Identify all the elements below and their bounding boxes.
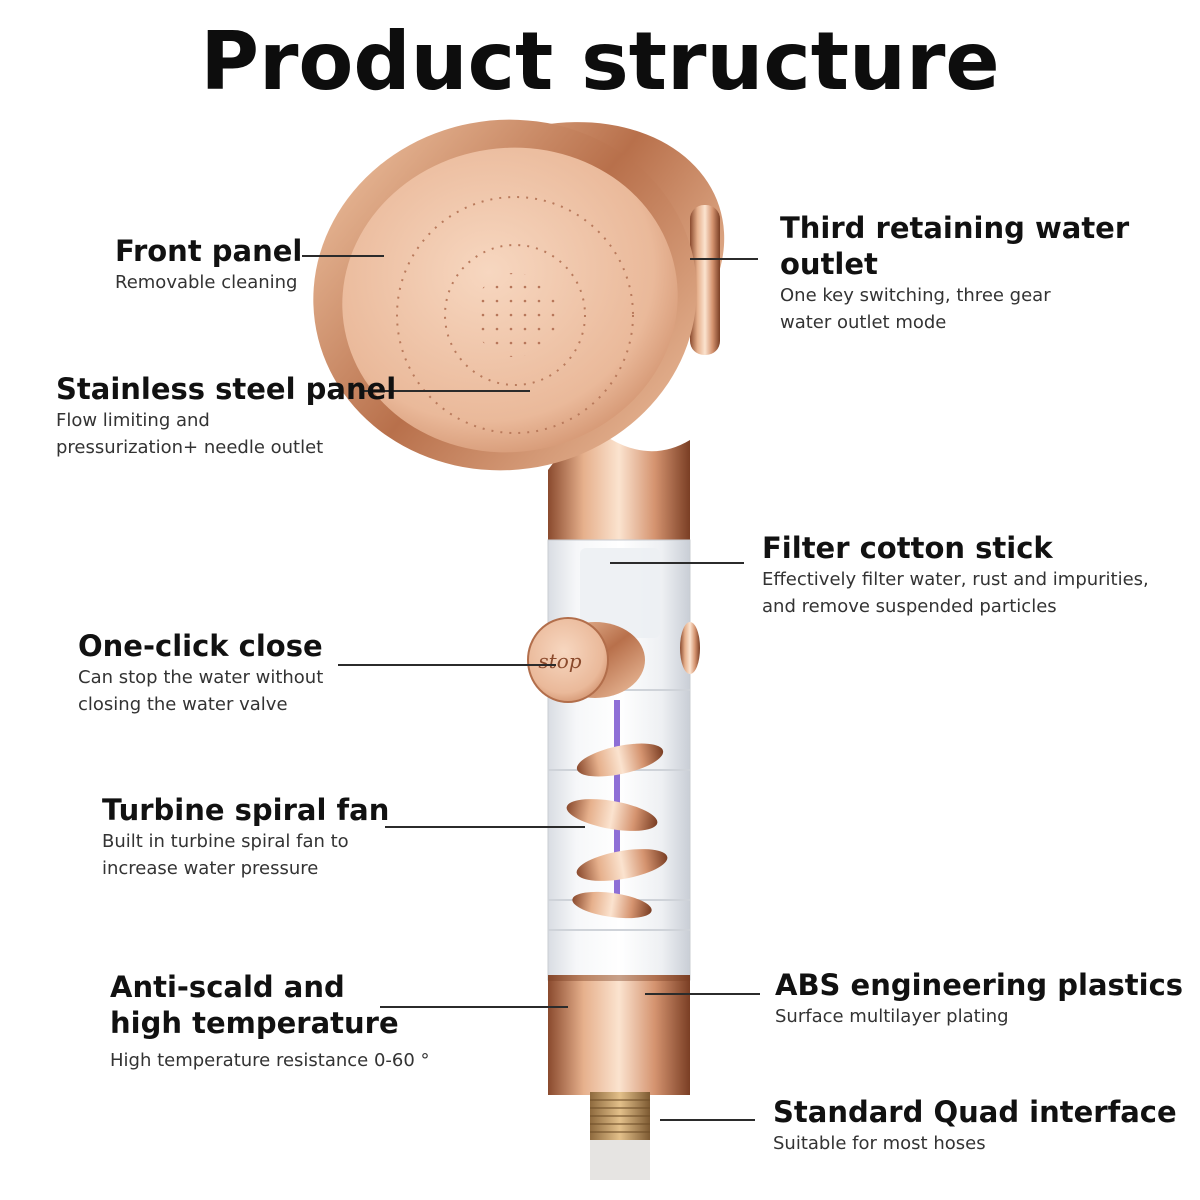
turbine-fan-leader — [385, 826, 585, 828]
lower-metal-sleeve — [548, 975, 690, 1095]
turbine-spiral-fan — [566, 743, 668, 919]
callout-stainless-panel: Stainless steel panel Flow limiting and … — [56, 371, 396, 461]
one-click-close-heading: One-click close — [78, 629, 323, 663]
anti-scald-heading-2: high temperature — [110, 1006, 399, 1040]
stainless-panel-leader — [362, 390, 530, 392]
filter-stick-desc-2: and remove suspended particles — [762, 596, 1057, 617]
turbine-fan-desc-1: Built in turbine spiral fan to — [102, 831, 349, 852]
third-outlet-heading-1: Third retaining water — [780, 211, 1130, 245]
turbine-fan-desc-2: increase water pressure — [102, 858, 319, 879]
callout-one-click-close: One-click close Can stop the water witho… — [78, 628, 323, 718]
callout-quad-interface: Standard Quad interface Suitable for mos… — [773, 1094, 1177, 1157]
stainless-panel-heading: Stainless steel panel — [56, 372, 397, 406]
side-knob — [680, 622, 700, 674]
stainless-panel-desc-2: pressurization+ needle outlet — [56, 437, 324, 458]
quad-interface-heading: Standard Quad interface — [773, 1095, 1177, 1129]
quad-interface-leader — [660, 1119, 755, 1121]
third-outlet-leader — [690, 258, 758, 260]
filter-cotton — [580, 548, 660, 638]
third-outlet-desc-1: One key switching, three gear — [780, 285, 1051, 306]
abs-plastics-leader — [645, 993, 760, 995]
center-nozzle-grid — [473, 273, 557, 357]
anti-scald-heading-1: Anti-scald and — [110, 970, 345, 1004]
filter-stick-leader — [610, 562, 744, 564]
outer-nozzle-ring — [396, 196, 634, 434]
one-click-close-desc-1: Can stop the water without — [78, 667, 324, 688]
callout-front-panel: Front panel Removable cleaning — [115, 233, 302, 296]
front-panel-leader — [302, 255, 384, 257]
filter-stick-desc-1: Effectively filter water, rust and impur… — [762, 569, 1149, 590]
page-title: Product structure — [200, 15, 1000, 108]
callout-filter-stick: Filter cotton stick Effectively filter w… — [762, 530, 1149, 620]
callout-turbine-fan: Turbine spiral fan Built in turbine spir… — [102, 792, 389, 882]
third-outlet-desc-2: water outlet mode — [780, 312, 947, 333]
stop-button-face — [527, 617, 609, 703]
stop-button-text: stop — [538, 649, 581, 673]
anti-scald-leader — [380, 1006, 568, 1008]
upper-collar — [548, 500, 690, 542]
middle-nozzle-ring — [444, 244, 586, 386]
one-click-close-leader — [338, 664, 556, 666]
third-outlet-heading-2: outlet — [780, 247, 878, 281]
front-panel-heading: Front panel — [115, 234, 303, 268]
anti-scald-desc: High temperature resistance 0-60 ° — [110, 1050, 430, 1071]
callout-anti-scald: Anti-scald and high temperature High tem… — [110, 969, 430, 1074]
one-click-close-desc-2: closing the water valve — [78, 694, 288, 715]
front-panel-desc: Removable cleaning — [115, 272, 298, 293]
stainless-panel-desc-1: Flow limiting and — [56, 410, 210, 431]
abs-plastics-heading: ABS engineering plastics — [775, 968, 1184, 1002]
turbine-fan-heading: Turbine spiral fan — [102, 793, 390, 827]
abs-plastics-desc: Surface multilayer plating — [775, 1006, 1009, 1027]
callout-abs-plastics: ABS engineering plastics Surface multila… — [775, 967, 1183, 1030]
callout-third-outlet: Third retaining water outlet One key swi… — [780, 210, 1129, 336]
filter-stick-heading: Filter cotton stick — [762, 531, 1053, 565]
quad-interface-desc: Suitable for most hoses — [773, 1133, 986, 1154]
mode-switch-button — [690, 205, 720, 355]
reflection — [590, 1140, 650, 1180]
